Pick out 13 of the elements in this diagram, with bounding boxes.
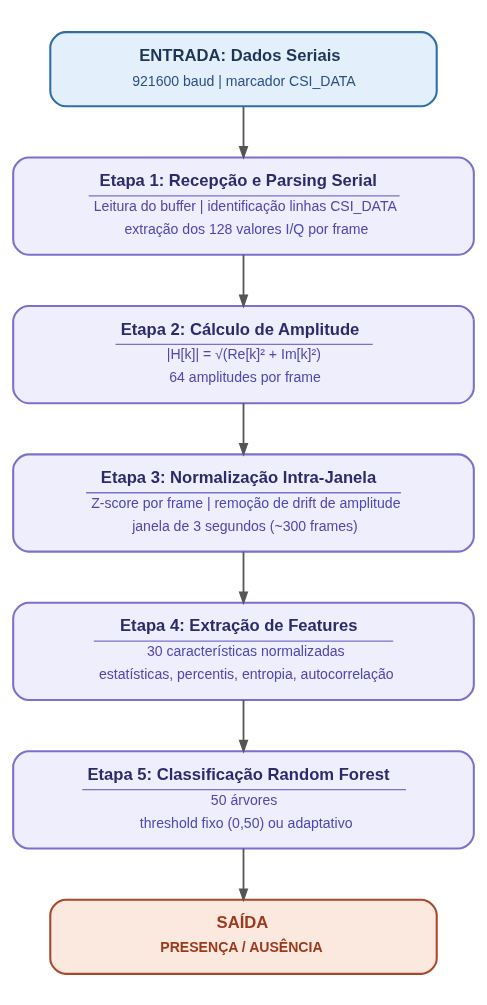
arrow xyxy=(238,698,249,754)
arrow xyxy=(238,105,249,160)
arrow xyxy=(238,253,249,308)
arrow xyxy=(238,847,249,902)
node-box: Etapa 4: Extração de Features 30 características normalizadas estatísticas, percentis, entropia, autocorrelação xyxy=(12,601,475,701)
node-box: ENTRADA: Dados Seriais 921600 baud | marcador CSI_DATA xyxy=(49,30,438,107)
arrow xyxy=(238,550,249,605)
node-box: Etapa 1: Recepção e Parsing Serial Leitura do buffer | identificação linhas CSI_DATA extração dos 128 valores I/Q por frame xyxy=(12,156,475,256)
node-box: Etapa 5: Classificação Random Forest 50 árvores threshold fixo (0,50) ou adaptativo xyxy=(12,749,475,849)
node-box: Etapa 3: Normalização Intra-Janela Z-score por frame | remoção de drift de amplitude janela de 3 segundos (~300 frames) xyxy=(12,452,475,553)
arrow xyxy=(238,401,249,457)
node-box: Etapa 2: Cálculo de Amplitude |H[k]| = √(Re[k]² + Im[k]²) 64 amplitudes por frame xyxy=(12,304,475,404)
node-box: SAÍDA PRESENÇA / AUSÊNCIA xyxy=(49,898,438,975)
